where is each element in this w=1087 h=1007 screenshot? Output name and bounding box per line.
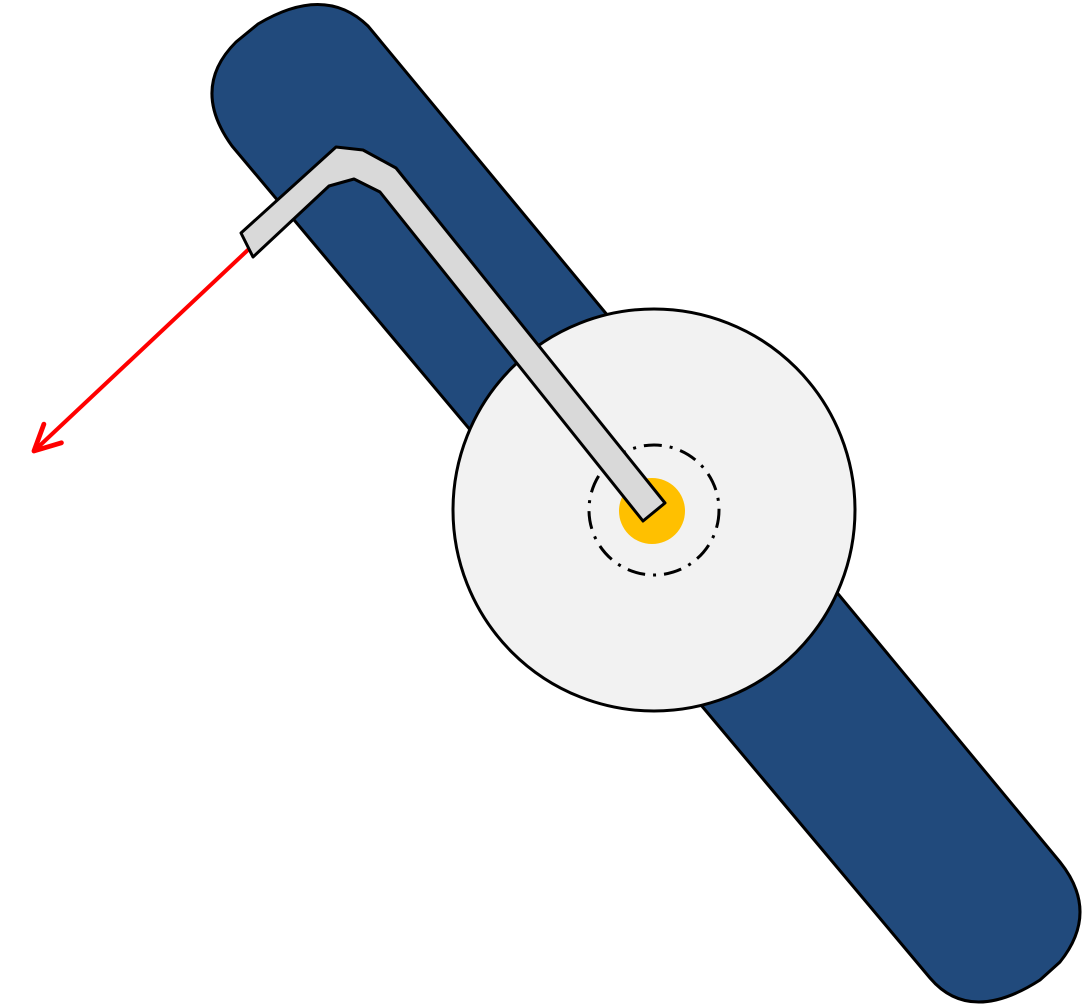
force-arrow (31, 246, 252, 454)
bent-wrench-arm (239, 145, 667, 523)
rotation-path-circle (587, 443, 721, 577)
